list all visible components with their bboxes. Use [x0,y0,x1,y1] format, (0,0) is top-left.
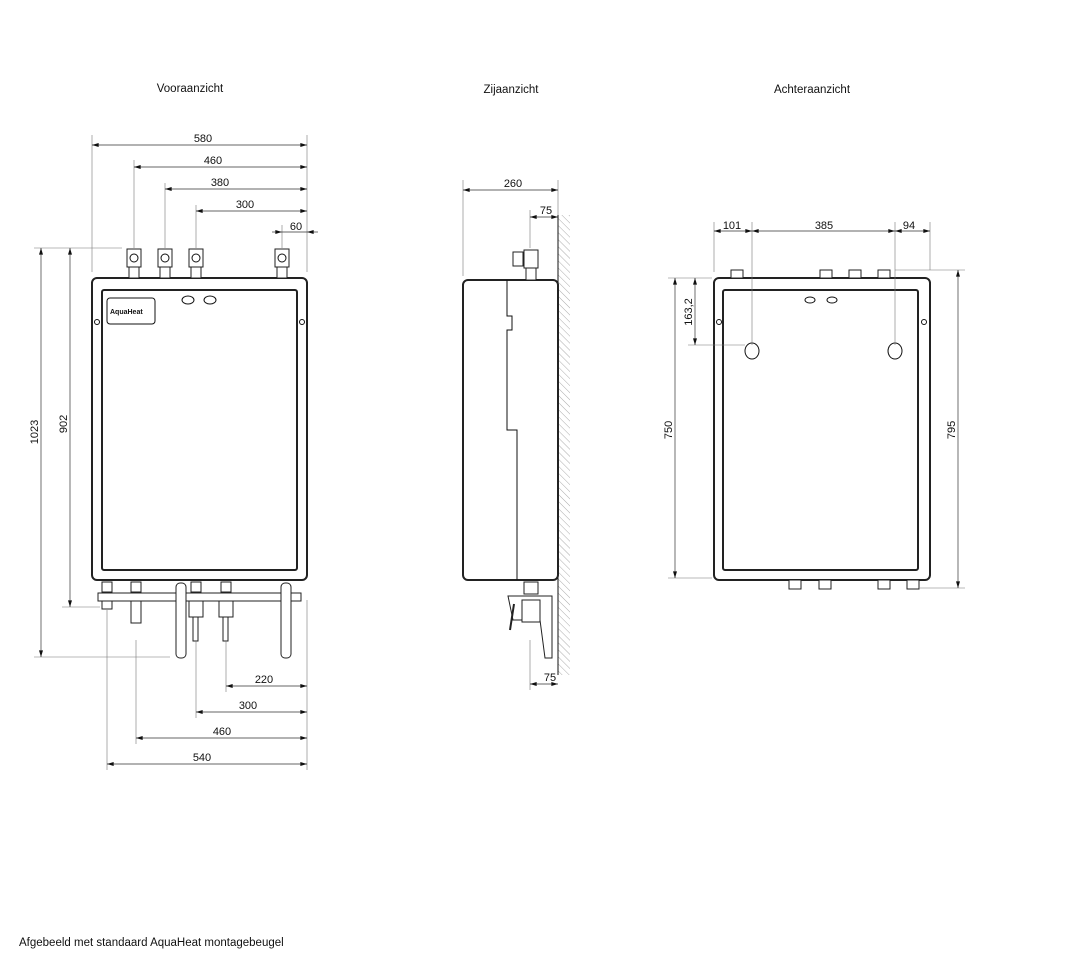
back-fittings [730,269,920,590]
back-view: Achteraanzicht 101 385 94 163,2 750 795 [663,84,965,590]
logo-text: AquaHeat [110,309,143,316]
dim-101: 101 [723,220,741,232]
dim-385: 385 [815,220,833,232]
dim-380: 380 [211,177,229,189]
side-top-valve [523,249,539,269]
dim-300-bottom: 300 [239,700,257,712]
dim-260: 260 [504,178,522,190]
back-view-title: Achteraanzicht [774,84,851,96]
dim-580: 580 [194,133,212,145]
dim-460: 460 [204,155,222,167]
side-view-title: Zijaanzicht [484,84,540,96]
screw-icon [921,319,927,325]
dim-94: 94 [903,220,915,232]
dim-1023: 1023 [29,420,41,444]
indicator-light [203,295,217,305]
side-view: Zijaanzicht 260 75 75 [462,84,570,690]
dim-795: 795 [946,421,958,439]
indicator-light [181,295,195,305]
dim-75-top: 75 [540,205,552,217]
back-panel [722,289,919,571]
front-panel [101,289,298,571]
screw-icon [716,319,722,325]
mounting-bracket [97,581,302,659]
front-housing [91,277,308,581]
side-housing [462,279,559,581]
front-view-title: Vooraanzicht [157,83,224,95]
dim-750: 750 [663,421,675,439]
screw-icon [299,319,305,325]
dim-540: 540 [193,752,211,764]
back-housing [713,277,931,581]
logo-plate [106,297,156,325]
side-bracket [507,595,553,659]
top-valves [126,248,290,279]
wall-hatch [558,215,570,675]
dim-163-2: 163,2 [683,298,695,326]
dim-300: 300 [236,199,254,211]
dim-220: 220 [255,674,273,686]
dim-902: 902 [58,415,70,433]
dim-60: 60 [290,221,302,233]
dim-75-bottom: 75 [544,672,556,684]
front-view: Vooraanzicht AquaHeat [29,83,318,770]
keyhole-mount [744,342,760,360]
keyhole-mount [887,342,903,360]
screw-icon [94,319,100,325]
dim-460-bottom: 460 [213,726,231,738]
footer-caption: Afgebeeld met standaard AquaHeat montage… [19,937,284,949]
